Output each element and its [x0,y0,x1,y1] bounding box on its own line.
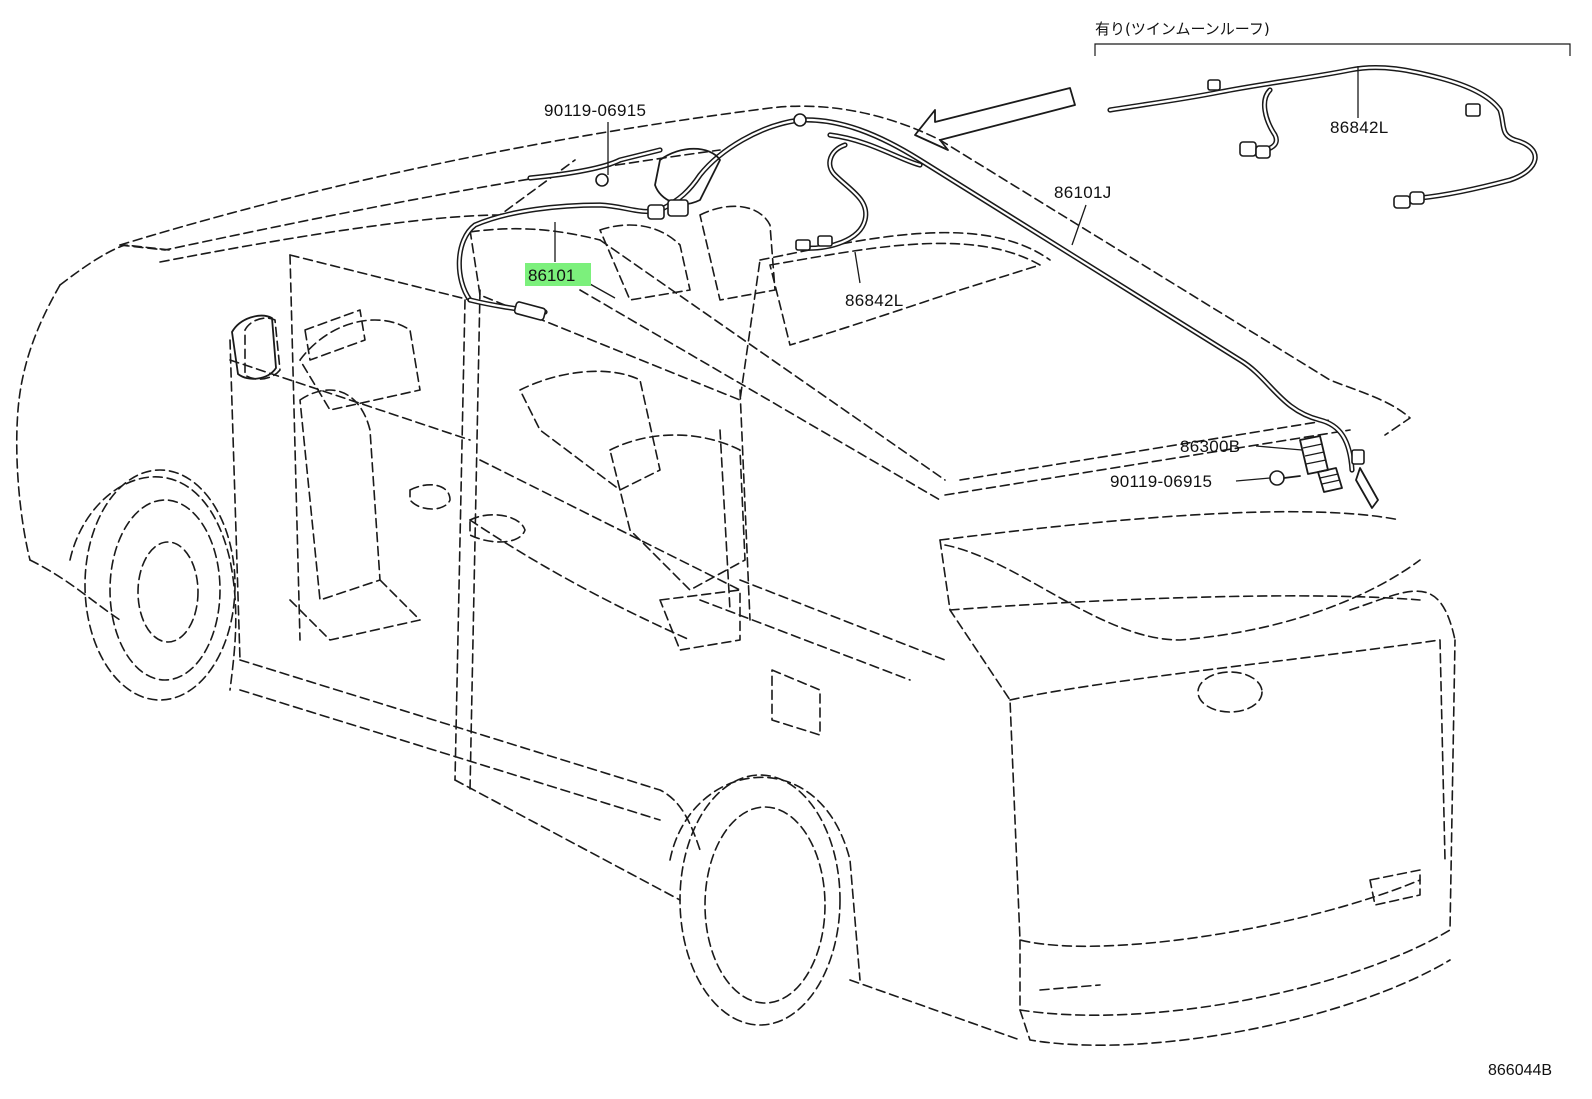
highlight-86101 [525,263,591,286]
rear-bracket-assembly [1269,435,1379,509]
part-labels: 90119-06915 86101 86842L 86101J 86842L 8… [525,101,1389,491]
part-label-86101j[interactable]: 86101J [1054,183,1112,202]
harness-connector-cluster [595,113,807,220]
option-note: 有り(ツインムーンルーフ) [1095,20,1270,38]
part-label-86842l[interactable]: 86842L [845,291,904,310]
part-label-90119-06915-rear[interactable]: 90119-06915 [1110,472,1212,491]
part-label-86101[interactable]: 86101 [528,266,575,285]
direction-arrow [914,87,1076,151]
figure-code: 866044B [1488,1062,1552,1079]
wire-harness-86842l [795,142,869,251]
roof-wire-harness-86101j [797,117,1355,473]
roof-wire-harness-86101 [456,117,803,321]
vehicle-outline [15,105,1456,1046]
part-label-86300b[interactable]: 86300B [1180,437,1240,456]
leader-lines [554,122,1303,482]
option-inset: 有り(ツインムーンルーフ) [1094,20,1571,209]
part-label-86842l-option[interactable]: 86842L [1330,118,1389,137]
part-label-90119-06915-top[interactable]: 90119-06915 [544,101,646,120]
